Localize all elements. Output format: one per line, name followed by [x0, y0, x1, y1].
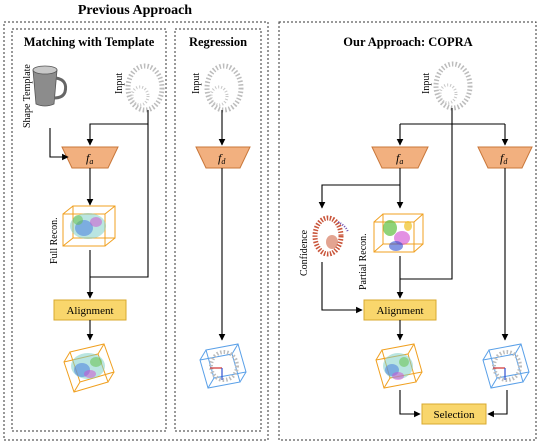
arrow-confidence-to-alignment: [321, 262, 363, 314]
alignment-label-template: Alignment: [66, 305, 113, 317]
selection-label: Selection: [434, 409, 475, 421]
regression-result: [199, 343, 247, 389]
input-point-cloud-regression: [204, 63, 244, 113]
arrow-input-to-alignment-copra: [400, 124, 453, 280]
full-recon-cloud: [62, 205, 116, 247]
arrow-input-to-fa: [86, 110, 149, 146]
copra-aligned-result: [375, 343, 423, 389]
previous-approach-title: Previous Approach: [78, 3, 192, 18]
partial-recon-cloud: [373, 213, 424, 253]
arrow-template-to-fa: [49, 128, 69, 161]
copra-regression-result: [482, 343, 530, 389]
regression-title: Regression: [189, 35, 247, 49]
encoder-fd-regression-label: fd: [218, 151, 226, 166]
shape-template-label: Shape Template: [22, 64, 33, 128]
mug-template-icon: [32, 65, 68, 107]
input-point-cloud: [125, 63, 165, 113]
template-title: Matching with Template: [24, 35, 155, 49]
input-label-regression: Input: [191, 73, 202, 94]
input-label-copra: Input: [421, 73, 432, 94]
template-aligned-result: [63, 343, 115, 393]
encoder-fa-template: [61, 146, 119, 169]
encoder-fa-template-label: fa: [86, 151, 93, 166]
arrow-input-to-alignment: [90, 124, 149, 278]
selection-box: [421, 403, 487, 425]
input-point-cloud-copra: [433, 61, 473, 111]
previous-approach-panel: [3, 21, 269, 441]
arrow-alignment-result-to-selection: [399, 390, 421, 418]
alignment-label-copra: Alignment: [376, 305, 423, 317]
confidence-label: Confidence: [299, 229, 310, 276]
arrow-fa-to-confidence: [318, 184, 400, 209]
encoder-fd-regression: [195, 146, 251, 169]
encoder-fd-copra: [477, 146, 533, 169]
encoder-fd-copra-label: fd: [500, 151, 508, 166]
template-panel: [11, 28, 167, 432]
confidence-cloud: [312, 215, 349, 257]
encoder-fa-copra: [371, 146, 429, 169]
copra-title: Our Approach: COPRA: [343, 35, 472, 49]
encoder-fa-copra-label: fa: [396, 151, 403, 166]
full-recon-label: Full Recon.: [49, 217, 60, 264]
partial-recon-label: Partial Recon.: [358, 233, 369, 290]
arrow-regression-result-to-selection: [487, 390, 508, 418]
input-label-template: Input: [114, 73, 125, 94]
regression-panel: [174, 28, 262, 432]
copra-panel: [278, 21, 537, 441]
